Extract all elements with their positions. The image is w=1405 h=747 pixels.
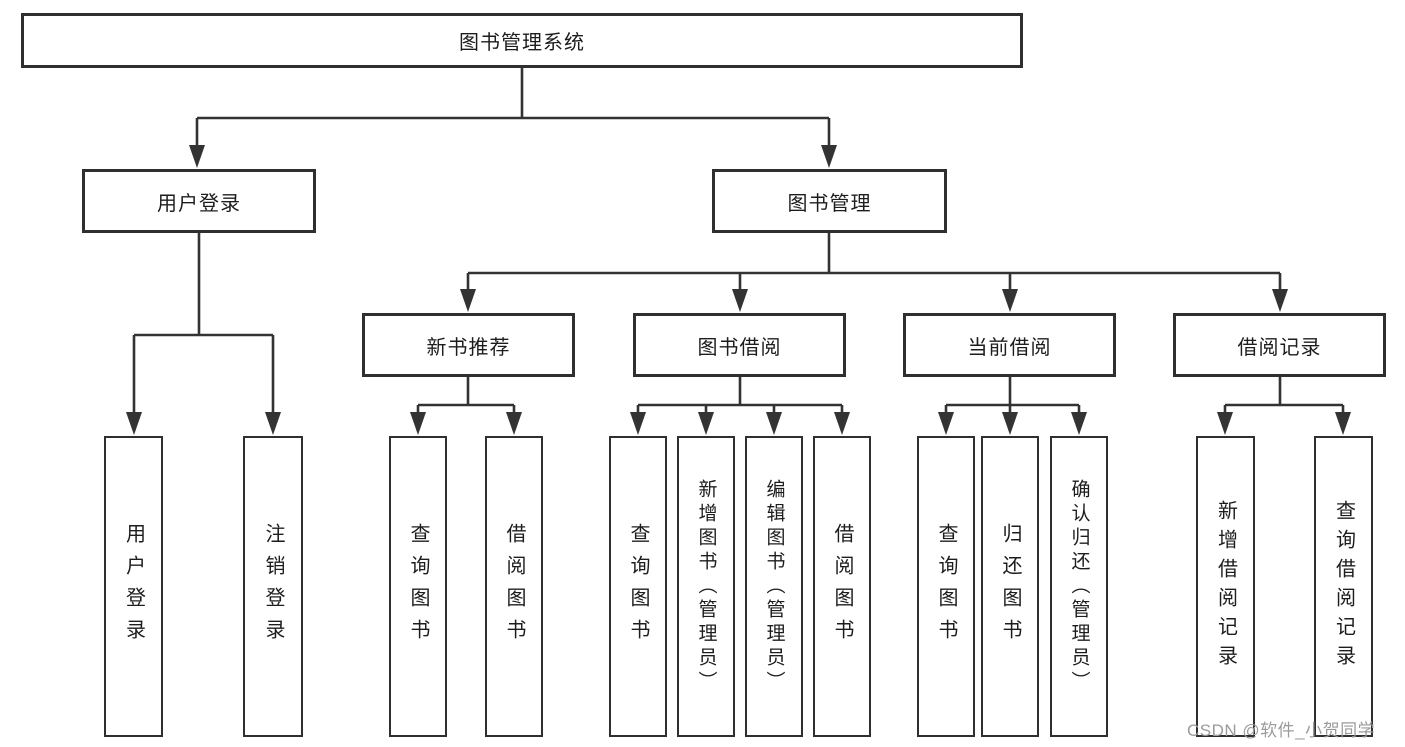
node-book-management: 图书管理: [712, 169, 947, 233]
arrowhead-icon: [1071, 412, 1087, 435]
node-user-login-label: 用户登录: [157, 192, 241, 215]
leaf-query-borrow-record: 查询借阅记录: [1314, 436, 1373, 737]
arrowhead-icon: [1002, 412, 1018, 435]
watermark: CSDN @软件_小贺同学: [1187, 721, 1376, 740]
leaf-query-books-recommend-label: 查询图书: [407, 522, 429, 651]
leaf-borrow-books-recommend: 借阅图书: [485, 436, 543, 737]
arrowhead-icon: [766, 412, 782, 435]
leaf-edit-books-admin: 编辑图书（管理员）: [745, 436, 803, 737]
leaf-borrow-books-label: 借阅图书: [831, 522, 853, 651]
leaf-query-books-recommend: 查询图书: [389, 436, 447, 737]
leaf-query-borrow-record-label: 查询借阅记录: [1332, 499, 1355, 674]
node-current-borrow: 当前借阅: [903, 313, 1116, 377]
arrowhead-icon: [126, 412, 142, 435]
node-library-system: 图书管理系统: [21, 13, 1023, 68]
leaf-add-borrow-record-label: 新增借阅记录: [1214, 499, 1237, 674]
leaf-edit-books-admin-label: 编辑图书（管理员）: [763, 478, 785, 695]
leaf-confirm-return-admin: 确认归还（管理员）: [1050, 436, 1108, 737]
arrowhead-icon: [265, 412, 281, 435]
arrowhead-icon: [460, 289, 476, 312]
leaf-query-books-current-label: 查询图书: [935, 522, 957, 651]
arrowhead-icon: [506, 412, 522, 435]
arrowhead-icon: [1002, 289, 1018, 312]
arrowhead-icon: [1217, 412, 1233, 435]
arrowhead-icon: [938, 412, 954, 435]
leaf-confirm-return-admin-label: 确认归还（管理员）: [1068, 478, 1090, 695]
node-book-borrow: 图书借阅: [633, 313, 846, 377]
leaf-logout: 注销登录: [243, 436, 303, 737]
arrowhead-icon: [834, 412, 850, 435]
leaf-add-books-admin: 新增图书（管理员）: [677, 436, 735, 737]
node-library-system-label: 图书管理系统: [459, 32, 585, 54]
leaf-add-books-admin-label: 新增图书（管理员）: [695, 478, 717, 695]
arrowhead-icon: [698, 412, 714, 435]
leaf-logout-label: 注销登录: [262, 522, 284, 651]
arrowhead-icon: [1272, 289, 1288, 312]
node-book-borrow-label: 图书借阅: [697, 336, 782, 359]
leaf-query-books-current: 查询图书: [917, 436, 975, 737]
arrowhead-icon: [410, 412, 426, 435]
leaf-borrow-books-recommend-label: 借阅图书: [503, 522, 525, 651]
arrowhead-icon: [189, 145, 205, 168]
leaf-return-books-label: 归还图书: [999, 522, 1021, 651]
arrowhead-icon: [1335, 412, 1351, 435]
leaf-user-login: 用户登录: [104, 436, 163, 737]
leaf-query-books-borrow: 查询图书: [609, 436, 667, 737]
leaf-borrow-books: 借阅图书: [813, 436, 871, 737]
leaf-query-books-borrow-label: 查询图书: [627, 522, 649, 651]
node-new-book-recommend-label: 新书推荐: [426, 336, 511, 359]
node-borrow-records-label: 借阅记录: [1237, 336, 1322, 359]
arrowhead-icon: [732, 289, 748, 312]
arrowhead-icon: [630, 412, 646, 435]
node-current-borrow-label: 当前借阅: [967, 336, 1052, 359]
arrowhead-icon: [821, 145, 837, 168]
node-borrow-records: 借阅记录: [1173, 313, 1386, 377]
node-new-book-recommend: 新书推荐: [362, 313, 575, 377]
leaf-user-login-label: 用户登录: [122, 522, 145, 651]
leaf-return-books: 归还图书: [981, 436, 1039, 737]
node-user-login: 用户登录: [82, 169, 316, 233]
leaf-add-borrow-record: 新增借阅记录: [1196, 436, 1255, 737]
node-book-management-label: 图书管理: [787, 192, 872, 215]
